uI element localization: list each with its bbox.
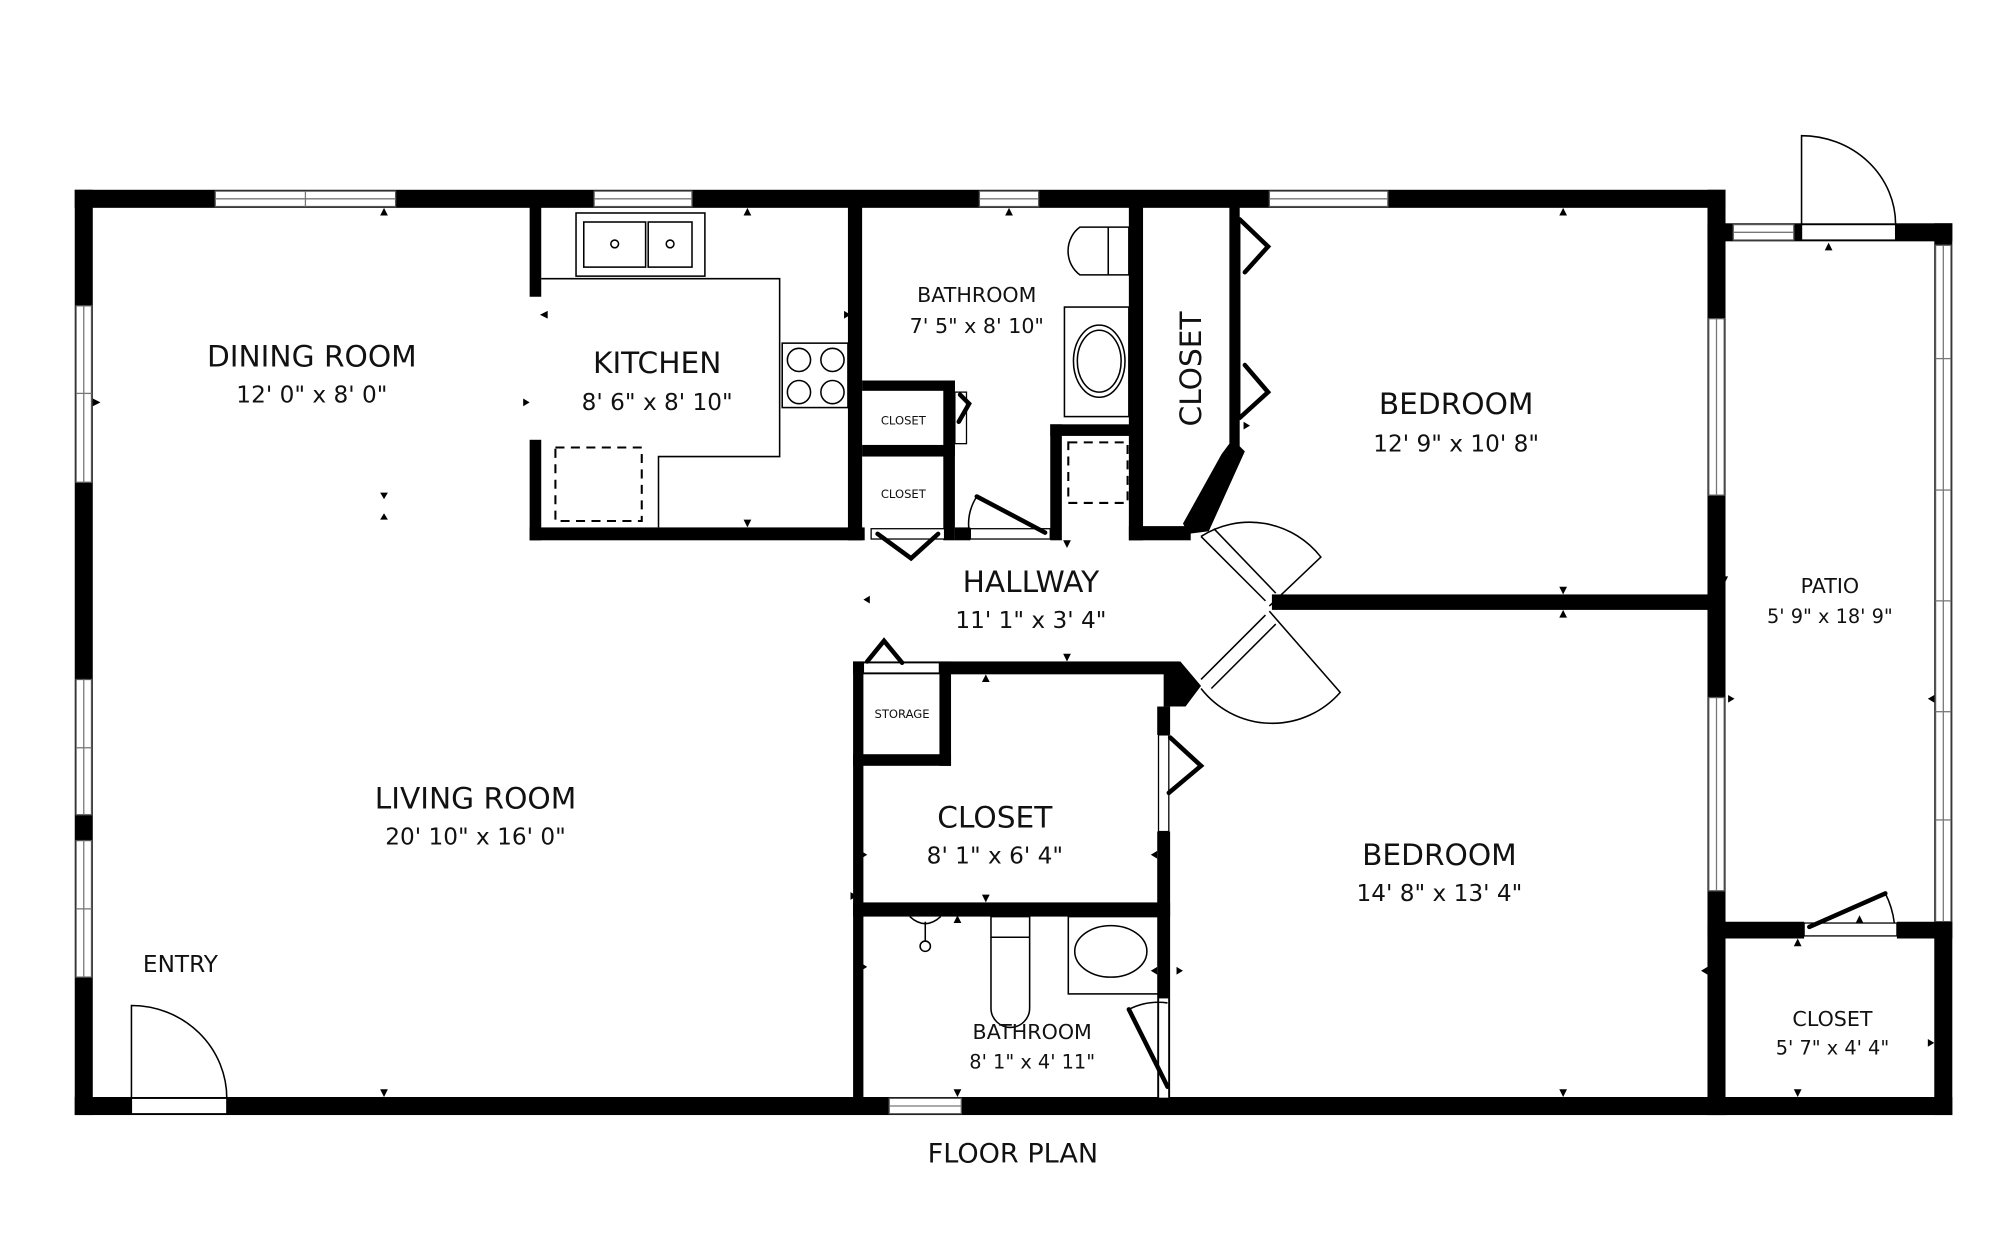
room-name: BATHROOM [917, 283, 1036, 307]
room-name: LIVING ROOM [375, 780, 577, 815]
sink-icon [919, 940, 932, 953]
room-name: CLOSET [1173, 310, 1208, 426]
room-closet-patio: CLOSET 5' 7" x 4' 4" [1776, 1007, 1890, 1059]
room-closet-small-1: CLOSET [881, 413, 927, 427]
room-name: STORAGE [874, 707, 929, 721]
room-storage: STORAGE [874, 707, 929, 721]
room-name: BATHROOM [973, 1020, 1092, 1044]
room-bedroom-1: BEDROOM 12' 9" x 10' 8" [1373, 386, 1539, 457]
room-dimensions: 5' 9" x 18' 9" [1767, 605, 1893, 628]
kitchen-fixtures [541, 212, 849, 528]
bathroom-1-fixtures [1063, 226, 1130, 504]
room-name: PATIO [1801, 574, 1860, 598]
fridge-outline [554, 446, 643, 523]
stove-icon [781, 342, 849, 409]
room-living-room: LIVING ROOM 20' 10" x 16' 0" [375, 780, 577, 850]
room-entry: ENTRY [143, 951, 219, 978]
interior-walls [529, 206, 1953, 1099]
room-dining-room: DINING ROOM 12' 0" x 8' 0" [207, 338, 417, 408]
doors [130, 134, 1898, 1115]
room-dimensions: 8' 1" x 6' 4" [927, 843, 1063, 870]
room-closet-center: CLOSET 8' 1" x 6' 4" [927, 800, 1063, 870]
room-dimensions: 8' 6" x 8' 10" [582, 389, 733, 416]
room-name: DINING ROOM [207, 338, 417, 373]
room-bathroom-1: BATHROOM 7' 5" x 8' 10" [910, 283, 1044, 338]
room-patio: PATIO 5' 9" x 18' 9" [1767, 574, 1893, 628]
room-hallway: HALLWAY 11' 1" x 3' 4" [955, 564, 1106, 634]
toilet-icon [990, 915, 1031, 1029]
room-name: ENTRY [143, 951, 219, 978]
room-bathroom-2: BATHROOM 8' 1" x 4' 11" [969, 1020, 1095, 1074]
room-name: BEDROOM [1379, 386, 1534, 421]
room-name: CLOSET [881, 413, 927, 427]
room-closet-small-2: CLOSET [881, 487, 927, 501]
plan-title: FLOOR PLAN [928, 1139, 1098, 1170]
room-dimensions: 12' 0" x 8' 0" [236, 381, 387, 408]
room-dimensions: 14' 8" x 13' 4" [1357, 880, 1523, 907]
room-name: KITCHEN [593, 345, 721, 380]
room-labels: DINING ROOM 12' 0" x 8' 0" KITCHEN 8' 6"… [143, 283, 1893, 1074]
room-dimensions: 20' 10" x 16' 0" [385, 823, 566, 850]
room-name: HALLWAY [963, 564, 1100, 599]
room-kitchen: KITCHEN 8' 6" x 8' 10" [582, 345, 733, 416]
bathtub-icon [1063, 306, 1130, 418]
entry-door [130, 1097, 228, 1115]
dimension-markers [92, 207, 1935, 1098]
room-name: CLOSET [881, 487, 927, 501]
room-bedroom-2: BEDROOM 14' 8" x 13' 4" [1357, 837, 1523, 907]
room-name: BEDROOM [1362, 837, 1517, 872]
room-closet-vertical: CLOSET [1173, 310, 1208, 426]
bathtub-icon [1067, 915, 1160, 995]
windows [75, 190, 1952, 1115]
toilet-icon [1067, 226, 1130, 276]
sink-icon [575, 212, 706, 277]
room-dimensions: 7' 5" x 8' 10" [910, 314, 1044, 338]
bathroom-2-fixtures [909, 915, 1160, 1029]
room-dimensions: 5' 7" x 4' 4" [1776, 1036, 1890, 1059]
room-dimensions: 8' 1" x 4' 11" [969, 1051, 1095, 1074]
room-dimensions: 11' 1" x 3' 4" [955, 607, 1106, 634]
room-dimensions: 12' 9" x 10' 8" [1373, 430, 1539, 457]
room-name: CLOSET [1792, 1007, 1872, 1031]
room-name: CLOSET [937, 800, 1053, 835]
